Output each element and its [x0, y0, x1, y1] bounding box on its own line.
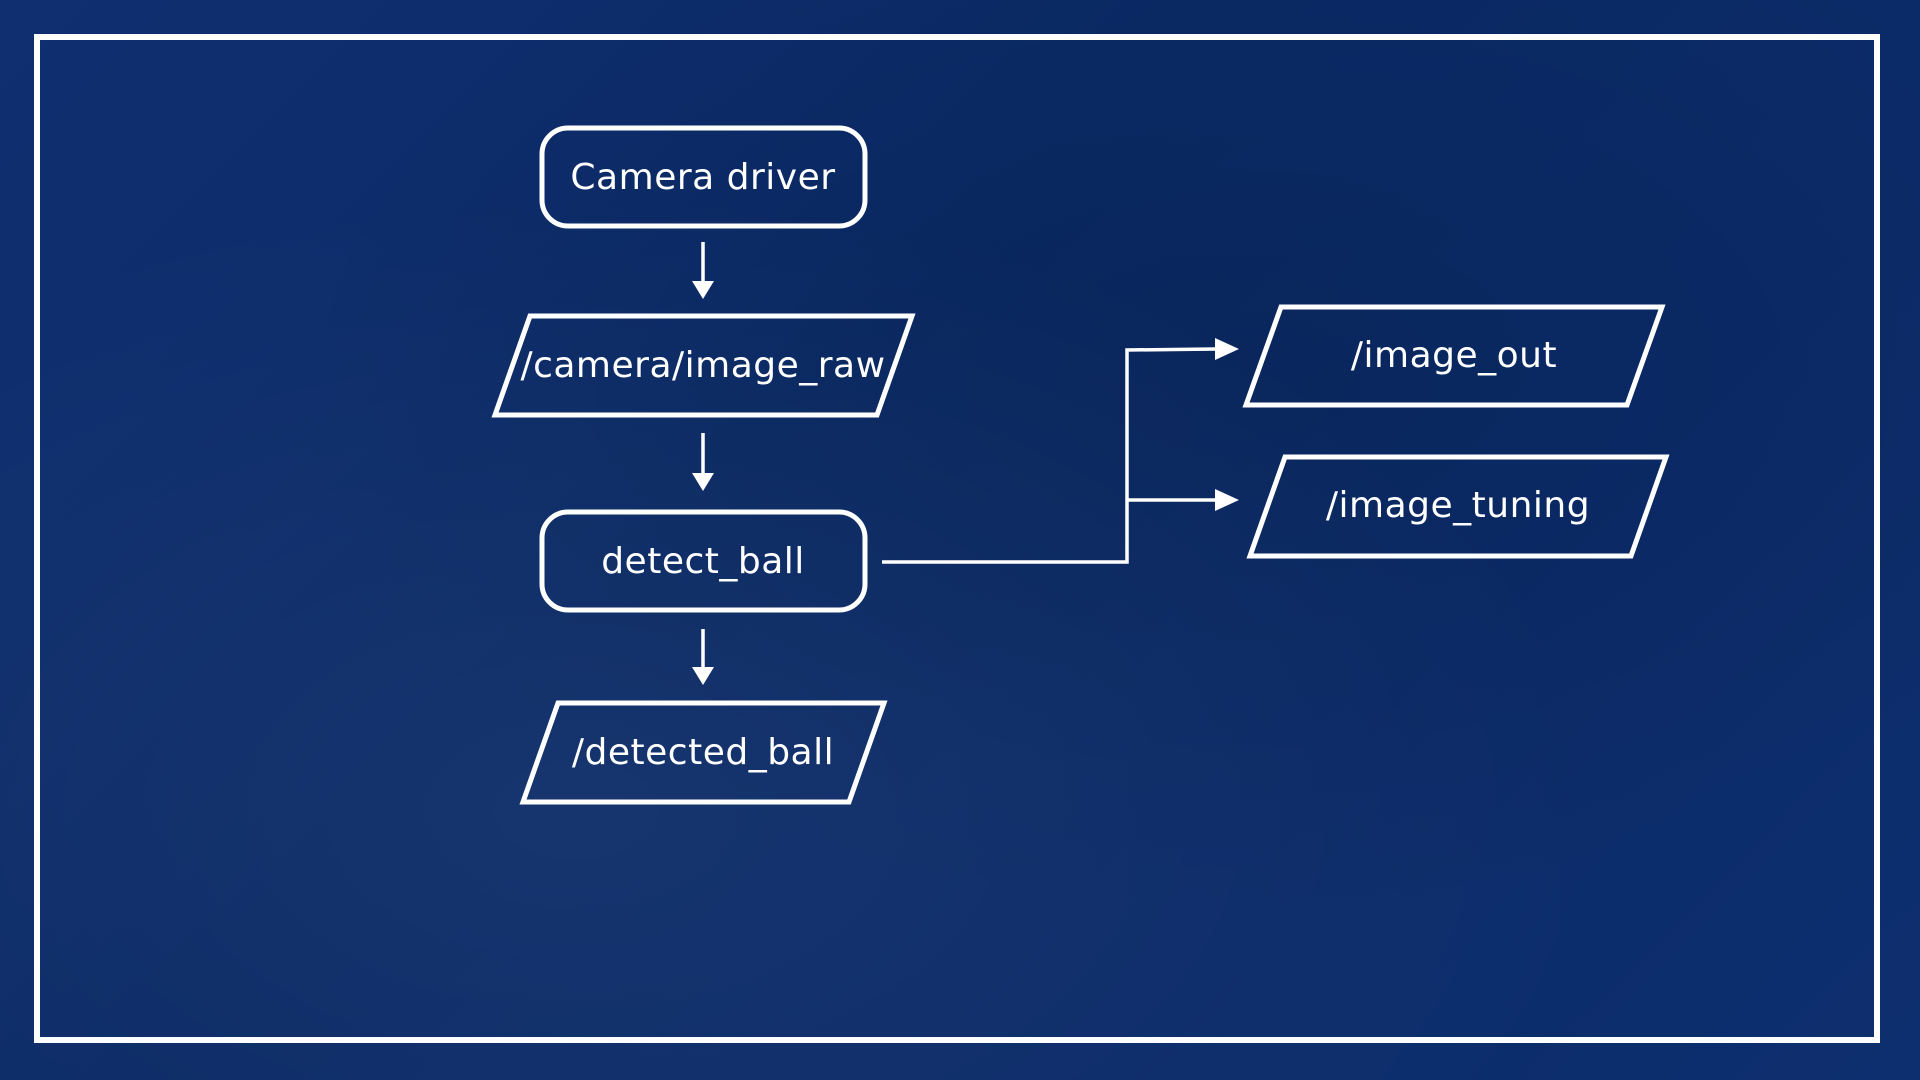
- arrowhead: [692, 473, 714, 491]
- node-camera-image-raw: /camera/image_raw: [491, 313, 916, 418]
- image-out-box: [1242, 304, 1666, 408]
- edge-line: [882, 347, 1217, 564]
- node-camera-driver: Camera driver: [539, 125, 868, 229]
- edge-image-raw-to-detect-ball: [692, 433, 714, 491]
- image-tuning-label: /image_tuning: [1326, 485, 1590, 526]
- detect-ball-label: detect_ball: [601, 541, 805, 582]
- node-image-out: /image_out: [1242, 304, 1666, 408]
- node-detect-ball: detect_ball: [539, 509, 868, 613]
- camera-driver-label: Camera driver: [570, 157, 835, 198]
- arrowhead: [1215, 338, 1239, 360]
- camera-image-raw-box: [491, 313, 916, 418]
- edge-detect-ball-to-detected-ball: [692, 629, 714, 685]
- camera-driver-box: [539, 125, 868, 229]
- node-image-tuning: /image_tuning: [1246, 454, 1670, 559]
- arrowhead: [692, 281, 714, 299]
- image-tuning-box: [1246, 454, 1670, 559]
- detected-ball-box: [519, 700, 888, 805]
- outer-frame: [34, 34, 1880, 1043]
- camera-image-raw-label: /camera/image_raw: [520, 345, 885, 386]
- arrowhead: [1215, 489, 1239, 511]
- edge-detect-ball-to-image-tuning: [1127, 489, 1239, 511]
- edge-detect-ball-to-image-out: [882, 338, 1239, 564]
- arrowhead: [692, 667, 714, 685]
- image-out-label: /image_out: [1351, 335, 1557, 376]
- detect-ball-box: [539, 509, 868, 613]
- detected-ball-label: /detected_ball: [572, 732, 834, 773]
- node-detected-ball: /detected_ball: [519, 700, 888, 805]
- edge-camera-driver-to-image-raw: [692, 242, 714, 299]
